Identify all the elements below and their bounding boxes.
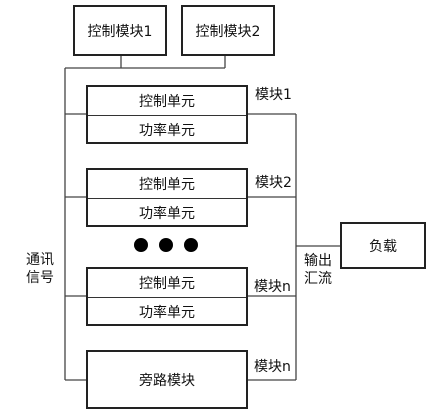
unit-2: 控制单元 功率单元 bbox=[86, 168, 248, 227]
ellipsis-dot bbox=[184, 238, 198, 252]
unit-2-divider bbox=[88, 198, 246, 199]
comm-signal-label: 通讯 信号 bbox=[20, 251, 60, 287]
comm-signal-line-1: 通讯 bbox=[26, 252, 54, 268]
unit-2-power-label: 功率单元 bbox=[139, 206, 195, 222]
ellipsis-dot bbox=[159, 238, 173, 252]
unit-n-power-label: 功率单元 bbox=[139, 305, 195, 321]
output-bus-line-1: 输出 bbox=[304, 253, 332, 269]
unit-n-divider bbox=[88, 297, 246, 298]
bypass-module-label: 旁路模块 bbox=[139, 372, 195, 389]
output-bus-line-2: 汇流 bbox=[304, 271, 332, 287]
bypass-tag: 模块n bbox=[254, 359, 291, 375]
unit-n-control-label: 控制单元 bbox=[139, 276, 195, 292]
ellipsis-dots bbox=[134, 238, 198, 252]
control-module-1: 控制模块1 bbox=[73, 5, 167, 56]
ellipsis-dot bbox=[134, 238, 148, 252]
unit-1-divider bbox=[88, 115, 246, 116]
control-module-1-label: 控制模块1 bbox=[87, 23, 153, 40]
control-module-2-label: 控制模块2 bbox=[195, 23, 261, 40]
unit-n-tag: 模块n bbox=[254, 279, 291, 295]
unit-1: 控制单元 功率单元 bbox=[86, 85, 248, 144]
unit-2-tag: 模块2 bbox=[255, 175, 292, 191]
unit-1-control-label: 控制单元 bbox=[139, 94, 195, 110]
unit-2-control-label: 控制单元 bbox=[139, 177, 195, 193]
output-bus-label: 输出 汇流 bbox=[300, 252, 336, 288]
unit-n: 控制单元 功率单元 bbox=[86, 267, 248, 326]
bypass-module: 旁路模块 bbox=[86, 350, 248, 409]
control-module-2: 控制模块2 bbox=[181, 5, 275, 56]
load-box: 负载 bbox=[340, 222, 426, 269]
unit-1-power-label: 功率单元 bbox=[139, 123, 195, 139]
load-label: 负载 bbox=[369, 238, 397, 255]
comm-signal-line-2: 信号 bbox=[26, 270, 54, 286]
unit-1-tag: 模块1 bbox=[255, 87, 292, 103]
